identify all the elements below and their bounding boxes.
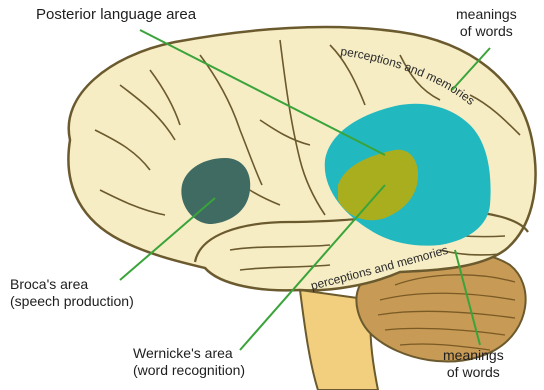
posterior-language-area-label: Posterior language area (36, 6, 196, 24)
meanings-of-words-bottom-label: meanings of words (443, 347, 504, 380)
wernicke-area-label: Wernicke's area (word recognition) (133, 345, 245, 378)
broca-area-label: Broca's area (speech production) (10, 276, 134, 309)
meanings-of-words-top-label: meanings of words (456, 6, 517, 39)
